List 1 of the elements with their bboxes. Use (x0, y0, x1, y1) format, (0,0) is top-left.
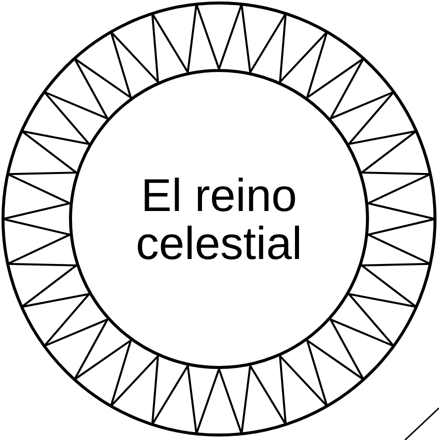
node-title: El reino celestial (134, 171, 304, 267)
